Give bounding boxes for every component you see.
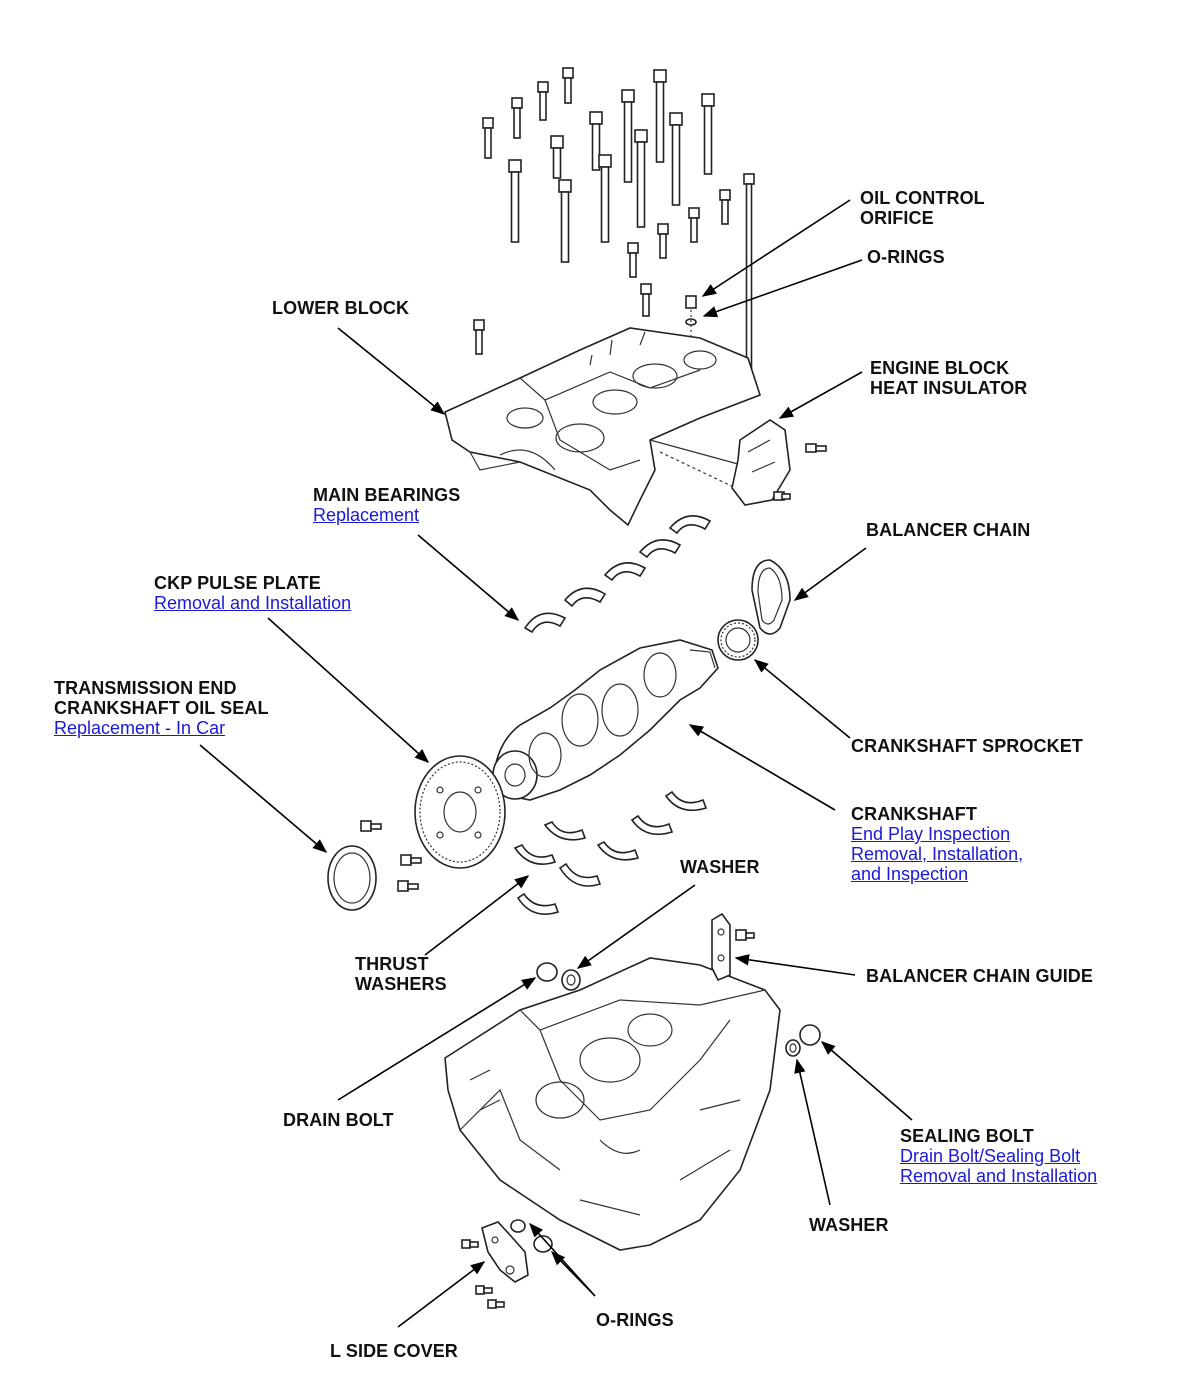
- oil-seal-replacement-link[interactable]: Replacement - In Car: [54, 718, 226, 738]
- callout-drain-bolt: DRAIN BOLT: [283, 1110, 394, 1130]
- callout-label: WASHERS: [355, 974, 447, 994]
- callout-label: BALANCER CHAIN GUIDE: [866, 966, 1093, 986]
- balancer-chain-part: [751, 559, 791, 635]
- callout-label: L SIDE COVER: [330, 1341, 458, 1361]
- callout-sealing-bolt: SEALING BOLT Drain Bolt/Sealing Bolt Rem…: [900, 1126, 1097, 1186]
- callout-main-bearings: MAIN BEARINGS Replacement: [313, 485, 460, 525]
- callout-engine-block-heat-insulator: ENGINE BLOCK HEAT INSULATOR: [870, 358, 1027, 398]
- callout-label: OIL CONTROL: [860, 188, 985, 208]
- sealing-bolt-part: [785, 1024, 821, 1057]
- callout-oil-control-orifice: OIL CONTROL ORIFICE: [860, 188, 985, 228]
- callout-label: CRANKSHAFT: [851, 804, 977, 824]
- callout-label: DRAIN BOLT: [283, 1110, 394, 1130]
- callout-label: SEALING BOLT: [900, 1126, 1034, 1146]
- callout-label: TRANSMISSION END: [54, 678, 237, 698]
- callout-thrust-washers: THRUST WASHERS: [355, 954, 447, 994]
- callout-l-side-cover: L SIDE COVER: [330, 1341, 458, 1361]
- crankshaft-part: [492, 639, 719, 801]
- main-bearings-lower: [513, 790, 708, 865]
- sealing-bolt-removal-link[interactable]: Removal and Installation: [900, 1166, 1098, 1186]
- callout-label: WASHER: [680, 857, 760, 877]
- callout-lower-block: LOWER BLOCK: [272, 298, 409, 318]
- callout-label: HEAT INSULATOR: [870, 378, 1028, 398]
- callout-washer-top: WASHER: [680, 857, 760, 877]
- callout-crankshaft: CRANKSHAFT End Play Inspection Removal, …: [851, 804, 1023, 884]
- crankshaft-oil-seal-part: [327, 845, 377, 911]
- callout-transmission-end-oil-seal: TRANSMISSION END CRANKSHAFT OIL SEAL Rep…: [54, 678, 269, 738]
- main-bearings-replacement-link[interactable]: Replacement: [313, 505, 420, 525]
- l-side-cover-part: [461, 1221, 529, 1309]
- main-bearings-upper: [523, 515, 712, 634]
- callout-washer-bottom: WASHER: [809, 1215, 889, 1235]
- leader-lines: [199, 199, 913, 1328]
- ckp-pulse-plate-part: [360, 755, 506, 892]
- crankshaft-sprocket-part: [717, 619, 759, 661]
- callout-o-rings-top: O-RINGS: [867, 247, 945, 267]
- lower-block-part: [444, 327, 761, 527]
- callout-label: MAIN BEARINGS: [313, 485, 461, 505]
- balancer-chain-guide-part: [711, 912, 755, 982]
- drain-sealing-bolt-link[interactable]: Drain Bolt/Sealing Bolt: [900, 1146, 1081, 1166]
- crankshaft-end-play-link[interactable]: End Play Inspection: [851, 824, 1011, 844]
- callout-label: THRUST: [355, 954, 429, 974]
- crankshaft-removal-link[interactable]: Removal, Installation,: [851, 844, 1024, 864]
- ckp-pulse-plate-removal-link[interactable]: Removal and Installation: [154, 593, 352, 613]
- callout-o-rings-bottom: O-RINGS: [596, 1310, 674, 1330]
- o-rings-bottom-part: [510, 1219, 553, 1253]
- drain-bolt-part: [536, 962, 581, 991]
- callout-ckp-pulse-plate: CKP PULSE PLATE Removal and Installation: [154, 573, 351, 613]
- lower-block-bolts: [473, 67, 755, 385]
- callout-crankshaft-sprocket: CRANKSHAFT SPROCKET: [851, 736, 1083, 756]
- callout-label: BALANCER CHAIN: [866, 520, 1031, 540]
- callout-balancer-chain-guide: BALANCER CHAIN GUIDE: [866, 966, 1093, 986]
- engine-block-part: [444, 957, 781, 1251]
- callout-label: LOWER BLOCK: [272, 298, 410, 318]
- callout-label: ORIFICE: [860, 208, 934, 228]
- callout-label: ENGINE BLOCK: [870, 358, 1010, 378]
- thrust-washers-part: [516, 862, 602, 915]
- crankshaft-inspection-link[interactable]: and Inspection: [851, 864, 969, 884]
- callout-balancer-chain: BALANCER CHAIN: [866, 520, 1030, 540]
- callout-label: CRANKSHAFT SPROCKET: [851, 736, 1083, 756]
- callout-label: O-RINGS: [867, 247, 945, 267]
- callout-label: WASHER: [809, 1215, 889, 1235]
- callout-label: CKP PULSE PLATE: [154, 573, 321, 593]
- callout-label: CRANKSHAFT OIL SEAL: [54, 698, 269, 718]
- engine-block-heat-insulator-part: [731, 419, 827, 506]
- callout-label: O-RINGS: [596, 1310, 674, 1330]
